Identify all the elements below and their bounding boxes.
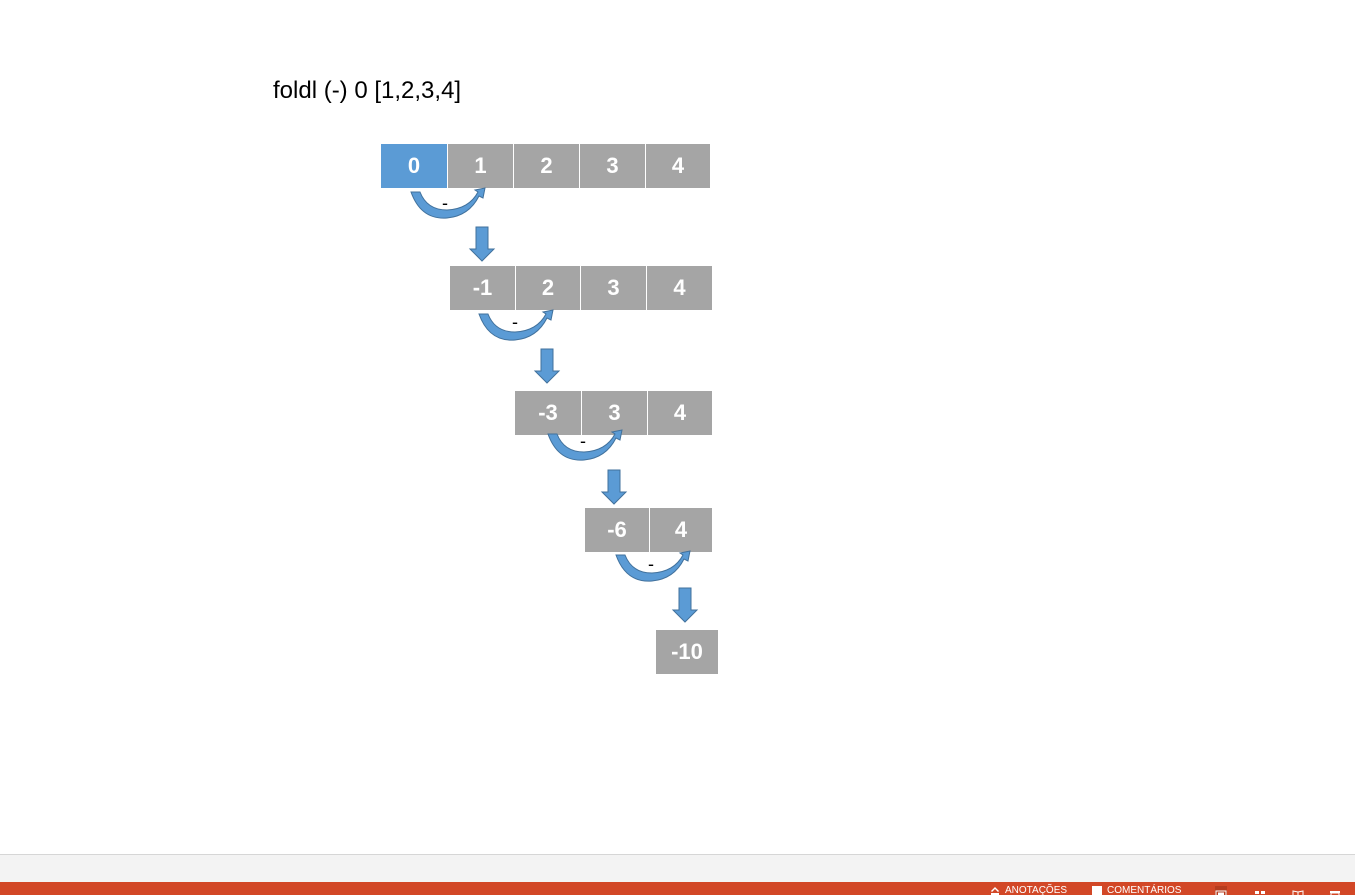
slideshow-icon (1330, 891, 1340, 895)
normal-view-icon (1215, 890, 1227, 895)
operator-label: - (648, 554, 654, 574)
down-arrow-icon (672, 587, 698, 623)
list-cell: 3 (581, 266, 646, 310)
list-cell: 4 (648, 391, 712, 435)
down-arrow-icon (469, 226, 495, 262)
result-cell: -10 (656, 630, 718, 674)
notes-label: ANOTAÇÕES (1005, 885, 1068, 895)
list-cell: 2 (516, 266, 580, 310)
accumulator-cell: -6 (585, 508, 649, 552)
list-cell: 3 (582, 391, 647, 435)
down-arrow-icon (534, 348, 560, 384)
notes-toggle-icon (991, 887, 999, 895)
slide-canvas: foldl (-) 0 [1,2,3,4] 0 1 2 3 4 - -1 2 3… (273, 77, 718, 674)
notes-area-strip (0, 855, 1355, 882)
reading-view-button[interactable] (1292, 886, 1304, 895)
status-divider (0, 854, 1355, 855)
operator-label: - (580, 431, 586, 451)
status-bar: ANOTAÇÕES COMENTÁRIOS (0, 882, 1355, 895)
slide-title: foldl (-) 0 [1,2,3,4] (273, 77, 462, 104)
accumulator-cell: 0 (381, 144, 447, 188)
operator-label: - (442, 193, 448, 213)
operator-label: - (512, 312, 518, 332)
comments-label: COMENTÁRIOS (1107, 885, 1182, 895)
slideshow-view-button[interactable] (1329, 886, 1341, 895)
slide-sorter-view-button[interactable] (1254, 886, 1266, 895)
reading-view-icon (1292, 890, 1304, 895)
list-cell: 2 (514, 144, 579, 188)
accumulator-cell: -3 (515, 391, 581, 435)
accumulator-cell: -1 (450, 266, 515, 310)
curved-arrow-icon (410, 187, 486, 219)
list-cell: 1 (448, 144, 513, 188)
comments-button[interactable]: COMENTÁRIOS (1092, 886, 1181, 895)
notes-button[interactable]: ANOTAÇÕES (990, 886, 1067, 895)
list-cell: 4 (646, 144, 710, 188)
list-cell: 4 (647, 266, 712, 310)
slide-sorter-icon (1255, 891, 1265, 894)
normal-view-button[interactable] (1215, 886, 1227, 895)
list-cell: 3 (580, 144, 645, 188)
down-arrow-icon (601, 469, 627, 505)
list-cell: 4 (650, 508, 712, 552)
comment-icon (1092, 886, 1102, 895)
